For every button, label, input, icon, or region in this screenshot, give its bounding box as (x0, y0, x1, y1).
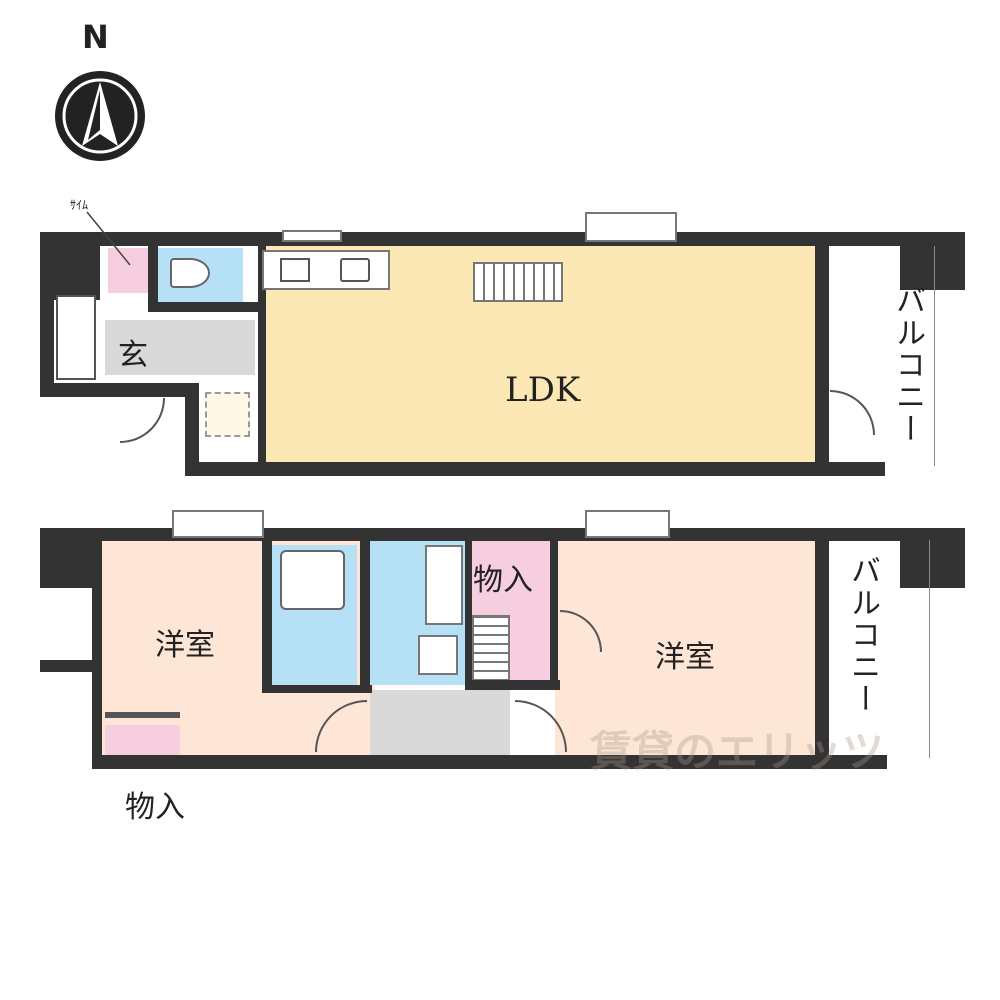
entrance-label: 玄 (118, 338, 148, 373)
north-arrow-icon (55, 71, 145, 161)
western-room-left-label: 洋室 (155, 628, 215, 663)
closet-lower-label: 物入 (125, 790, 185, 825)
entrance (105, 320, 255, 375)
shoe-box (108, 248, 148, 293)
watermark-text: 賃貸のエリッツ (590, 727, 885, 776)
entrance-door (120, 398, 165, 443)
balcony-label: バルコニー (890, 285, 925, 445)
storage (56, 295, 96, 380)
bathtub-icon (280, 550, 345, 610)
stove-icon (280, 258, 310, 282)
hallway (370, 690, 510, 755)
western-room-right-label: 洋室 (655, 640, 715, 675)
washbasin (425, 545, 463, 625)
sink-icon (340, 258, 370, 282)
compass-north-label: N (82, 18, 109, 56)
staircase (472, 615, 510, 690)
washing-machine-space (418, 635, 458, 675)
toilet-icon (170, 258, 210, 288)
storage-box (205, 392, 250, 437)
shoe-box-label: ｻｲﾑ (70, 198, 89, 212)
balcony (830, 246, 935, 466)
leader-line (86, 211, 131, 266)
ldk-label: LDK (505, 370, 581, 410)
balcony-lower-label: バルコニー (845, 555, 880, 715)
closet-upper-label: 物入 (473, 563, 533, 598)
closet-lower (105, 725, 180, 755)
staircase (473, 262, 563, 302)
balcony-lower (830, 540, 930, 758)
